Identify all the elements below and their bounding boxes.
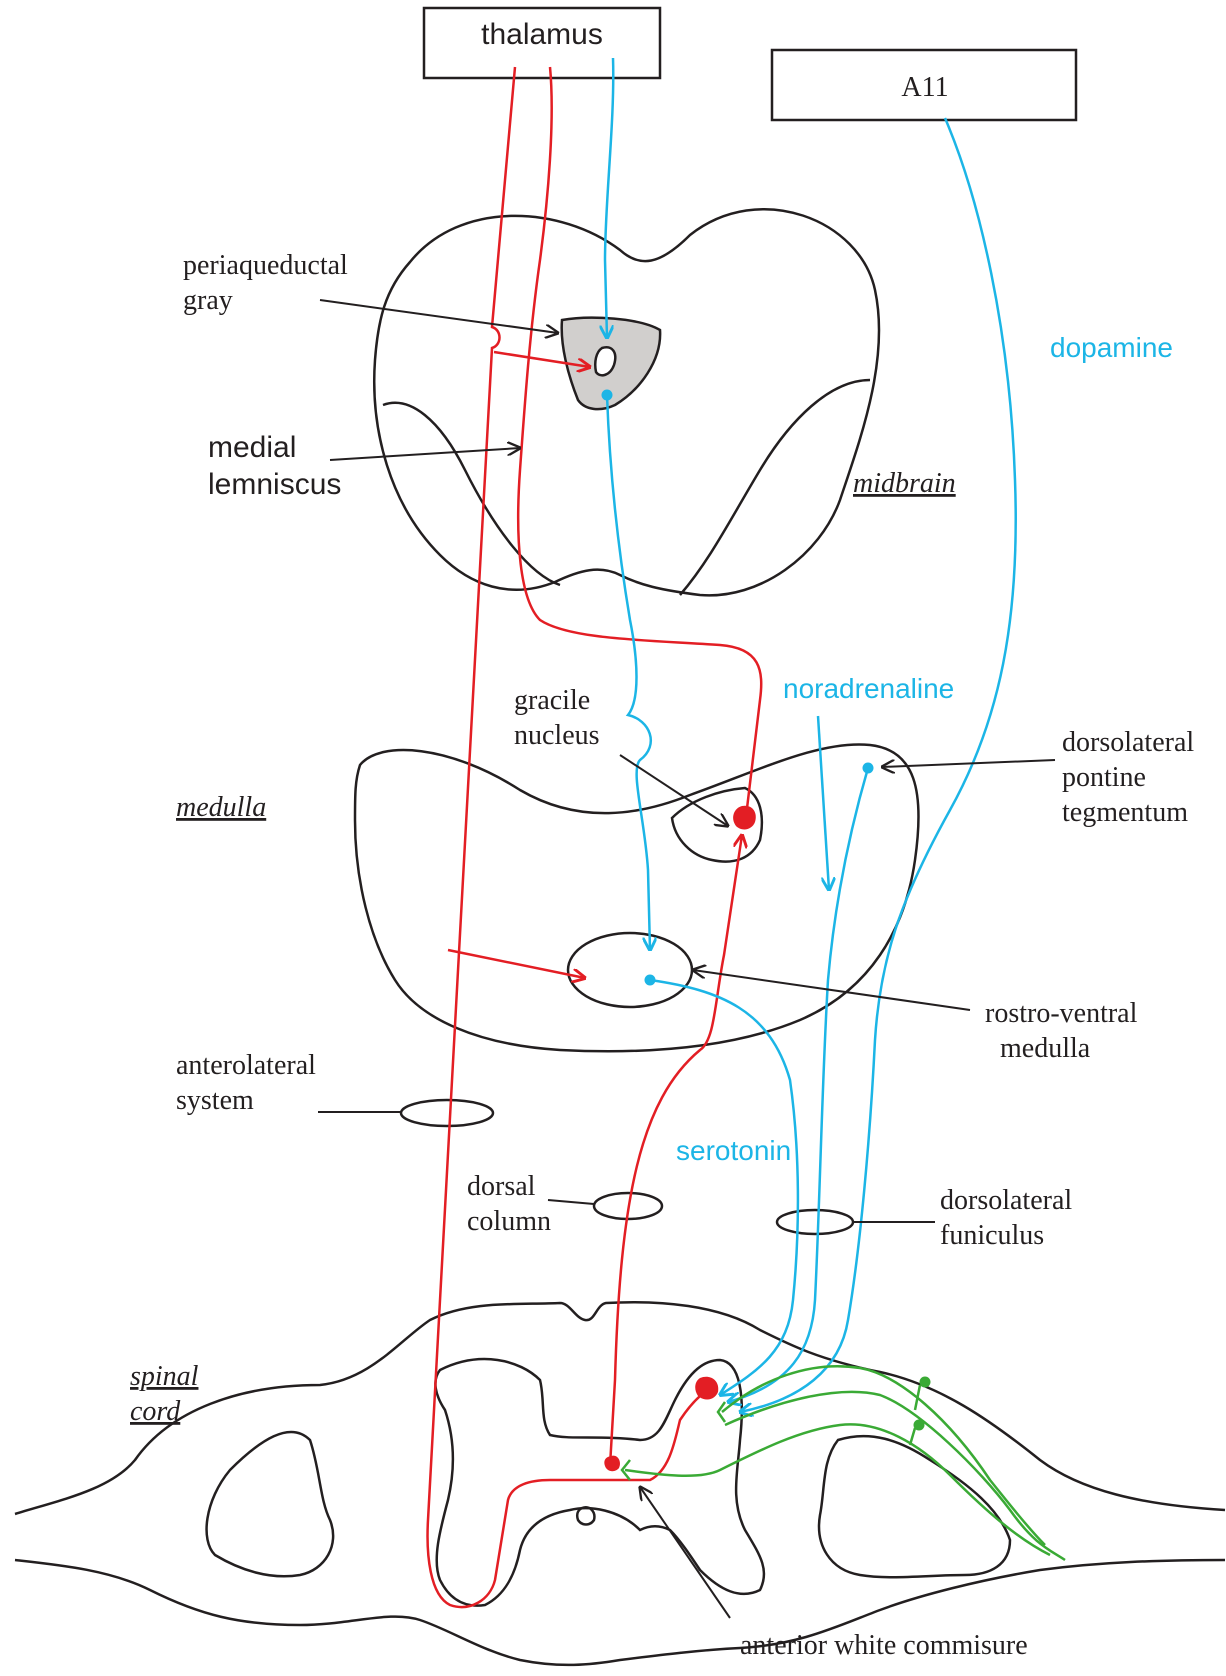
dopamine-label: dopamine [1050, 332, 1173, 363]
anterolateral-tract-line [428, 67, 708, 1607]
periaqueductal-gray-pointer [320, 300, 558, 333]
rostro-ventral-label-2: medulla [1000, 1033, 1091, 1064]
spinal-cord-outline [15, 1302, 1225, 1514]
anterolateral-system-label-2: system [176, 1085, 254, 1116]
noradrenaline-label-arrow [818, 716, 829, 890]
periaqueductal-gray-label-2: gray [183, 285, 233, 316]
anterior-white-commisure-pointer [640, 1487, 730, 1618]
interneuron-commissural-axon [625, 1424, 1050, 1555]
spinal-cord-region-label-1: spinal [130, 1361, 199, 1392]
gracile-nucleus-label-1: gracile [514, 685, 590, 716]
central-canal [577, 1507, 594, 1524]
interneuron-branch-2 [910, 1428, 915, 1445]
noradrenaline-label: noradrenaline [783, 673, 954, 704]
dorsolateral-funiculus-label-1: dorsolateral [940, 1185, 1072, 1216]
dorsolateral-pontine-pointer [882, 760, 1055, 767]
interneuron-terminal-dorsal [718, 1402, 725, 1422]
spinal-cord-section [15, 1302, 1225, 1665]
dorsal-column-label-2: column [467, 1206, 551, 1237]
rvm-serotonergic-soma [645, 975, 656, 986]
noradrenaline-dlpt-to-dorsal-horn-line [728, 768, 868, 1402]
anterolateral-system-label-1: anterolateral [176, 1050, 316, 1081]
dorsal-root-soma-medial [604, 1456, 620, 1472]
interneuron-lower-axon [725, 1392, 1065, 1560]
interneuron-soma-2 [914, 1420, 925, 1431]
midbrain-section [374, 209, 879, 595]
spinal-cord-region-label-2: cord [130, 1396, 181, 1427]
midbrain-region-label: midbrain [853, 468, 956, 499]
rvm-collateral-arrow [448, 950, 585, 978]
white-matter-lateral-left [207, 1432, 334, 1576]
ascending-red-pathways [428, 67, 762, 1607]
dorsal-horn-projection-soma [695, 1377, 718, 1400]
rostro-ventral-medulla-outline [568, 933, 692, 1007]
spinal-cord-outline-lower [15, 1560, 1225, 1665]
medial-lemniscus-pointer [330, 448, 520, 460]
anterolateral-system-ellipse [401, 1100, 493, 1126]
midbrain-outline [374, 209, 879, 595]
thalamus-box: thalamus [424, 8, 660, 78]
dorsolateral-funiculus-ellipse [777, 1210, 853, 1234]
medial-lemniscus-label-2: lemniscus [208, 468, 341, 501]
a11-label: A11 [901, 72, 948, 103]
a11-box: A11 [772, 50, 1076, 120]
thalamus-to-pag-line [605, 58, 613, 338]
thalamus-label: thalamus [481, 18, 603, 51]
pag-output-soma [602, 390, 613, 401]
dorsolateral-pontine-label-1: dorsolateral [1062, 727, 1194, 758]
green-interneurons [622, 1366, 1065, 1560]
gracile-neuron-soma [733, 806, 756, 830]
dorsolateral-funiculus-label-2: funiculus [940, 1220, 1044, 1251]
serotonin-label: serotonin [676, 1135, 791, 1166]
dorsal-column-pointer [548, 1200, 594, 1204]
medulla-region-label: medulla [176, 792, 266, 823]
rostro-ventral-label-1: rostro-ventral [985, 998, 1138, 1029]
periaqueductal-gray-label-1: periaqueductal [183, 250, 348, 281]
gracile-nucleus-label-2: nucleus [514, 720, 600, 751]
dorsolateral-pontine-label-3: tegmentum [1062, 797, 1188, 828]
medial-lemniscus-label-1: medial [208, 431, 296, 464]
dorsal-column-label-1: dorsal [467, 1171, 536, 1202]
dlpt-noradrenergic-soma [863, 763, 874, 774]
pag-to-rvm-line [607, 395, 651, 950]
dorsolateral-pontine-label-2: pontine [1062, 762, 1146, 793]
midbrain-cerebral-peduncle-left [383, 403, 560, 585]
anterior-white-commisure-label: anterior white commisure [740, 1630, 1028, 1661]
interneuron-soma-1 [920, 1377, 931, 1388]
midbrain-cerebral-peduncle-right [680, 380, 870, 595]
